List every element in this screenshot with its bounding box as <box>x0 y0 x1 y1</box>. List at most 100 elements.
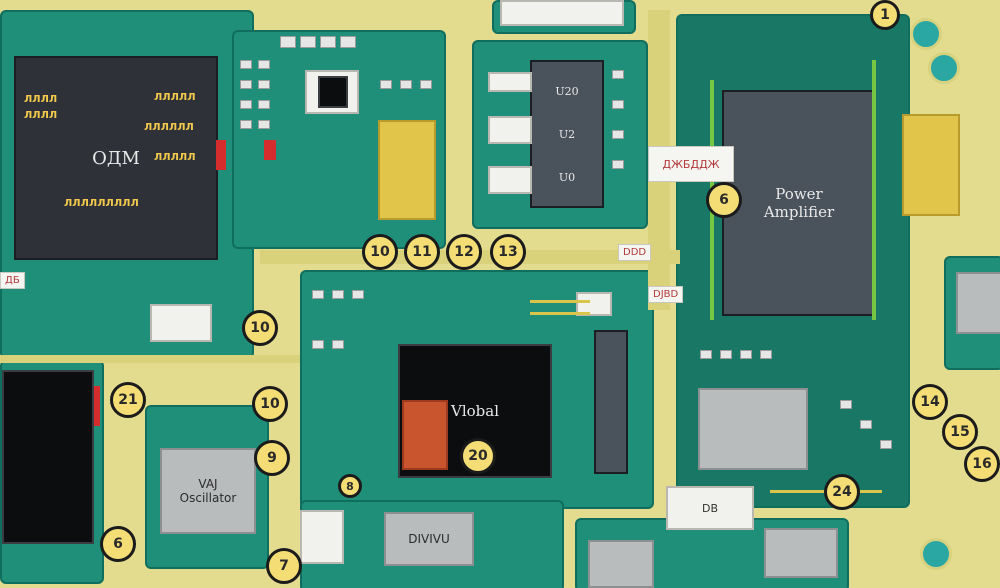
callout-marker: 10 <box>362 234 398 270</box>
pin-label: ЛЛЛЛЛЛ <box>144 122 194 133</box>
tag-mid-right-1-text: DDD <box>623 247 647 258</box>
ic-bottom-left-black <box>2 370 94 544</box>
smd-pad <box>880 440 892 449</box>
ic-left-main: ОДМ <box>14 56 218 260</box>
callout-marker: 9 <box>254 440 290 476</box>
smd-pad <box>258 100 270 109</box>
callout-text: 13 <box>498 244 518 260</box>
smd-pad <box>740 350 752 359</box>
connector-bottom-2 <box>764 528 838 578</box>
callout-text: 6 <box>113 536 123 552</box>
smd-pad <box>340 36 356 48</box>
resistor <box>488 166 532 194</box>
ic-oscillator: VAJ Oscillator <box>160 448 256 534</box>
oscillator-label-2: Oscillator <box>179 491 237 505</box>
wire-yellow <box>530 312 590 315</box>
ic-top-mid-label-top: U20 <box>555 84 579 98</box>
capacitor-yellow-right <box>902 114 960 216</box>
callout-text: 1 <box>880 7 890 23</box>
ic-top-mid-label-bottom: U0 <box>558 170 576 184</box>
smd-pad <box>612 130 624 139</box>
oscillator-label-1: VAJ <box>198 477 218 491</box>
power-amp-label-1: Power <box>775 185 823 203</box>
callout-marker: 11 <box>404 234 440 270</box>
resistor <box>488 116 532 144</box>
tag-top-right-text: ДЖБДДЖ <box>662 157 720 171</box>
red-mark <box>92 386 100 426</box>
callout-marker: 1 <box>870 0 900 30</box>
callout-text: 21 <box>118 392 138 408</box>
smd-pad <box>280 36 296 48</box>
tag-left: ДБ <box>0 272 25 289</box>
ic-power-amplifier: Power Amplifier <box>722 90 876 316</box>
ic-bottom-center: DIVIVU <box>384 512 474 566</box>
pin-label: ЛЛЛЛ <box>24 110 58 121</box>
smd-pad <box>240 100 252 109</box>
smd-pad <box>240 60 252 69</box>
callout-marker: 13 <box>490 234 526 270</box>
smd-pad <box>400 80 412 89</box>
component-bottom-white <box>300 510 344 564</box>
smd-pad <box>258 120 270 129</box>
ic-center-right <box>594 330 628 474</box>
callout-text: 10 <box>370 244 390 260</box>
trace <box>0 355 300 363</box>
mounting-hole <box>910 18 942 50</box>
callout-text: 9 <box>267 450 277 466</box>
component-orange <box>402 400 448 470</box>
ic-top-small-core <box>318 76 348 108</box>
callout-text: 24 <box>832 484 852 500</box>
smd-pad <box>420 80 432 89</box>
tag-mid-right-1: DDD <box>618 244 652 261</box>
tag-top-right: ДЖБДДЖ <box>648 146 734 182</box>
callout-marker: 6 <box>100 526 136 562</box>
smd-pad <box>720 350 732 359</box>
callout-text: 12 <box>454 244 474 260</box>
connector-bottom-1 <box>588 540 654 588</box>
mounting-hole <box>928 52 960 84</box>
ic-left-main-label: ОДМ <box>92 147 140 169</box>
resistor <box>488 72 532 92</box>
connector-top <box>500 0 624 26</box>
callout-marker: 20 <box>460 438 496 474</box>
smd-pad <box>612 100 624 109</box>
callout-marker: 21 <box>110 382 146 418</box>
pin-label: ЛЛЛЛЛЛЛЛЛ <box>64 198 139 209</box>
callout-text: 15 <box>950 424 970 440</box>
smd-pad <box>380 80 392 89</box>
callout-marker: 10 <box>242 310 278 346</box>
smd-pad <box>760 350 772 359</box>
callout-marker: 6 <box>706 182 742 218</box>
callout-text: 10 <box>260 396 280 412</box>
smd-pad <box>612 70 624 79</box>
callout-marker: 12 <box>446 234 482 270</box>
ic-top-mid-label-mid: U2 <box>558 127 576 141</box>
ic-top-mid: U20 U2 U0 <box>530 60 604 208</box>
callout-marker: 7 <box>266 548 302 584</box>
wire-yellow <box>530 300 590 303</box>
ic-center-label: Vlobal <box>450 402 499 420</box>
pin-label: ЛЛЛЛ <box>24 94 58 105</box>
pin-label: ЛЛЛЛЛ <box>154 152 196 163</box>
callout-marker: 15 <box>942 414 978 450</box>
red-mark <box>264 140 276 160</box>
callout-text: 14 <box>920 394 940 410</box>
tag-mid-right-2-text: DJBD <box>653 289 679 300</box>
smd-pad <box>258 60 270 69</box>
red-mark <box>216 140 226 170</box>
capacitor-yellow <box>378 120 436 220</box>
smd-pad <box>332 340 344 349</box>
smd-pad <box>352 290 364 299</box>
smd-pad <box>240 80 252 89</box>
wire-green <box>872 60 876 320</box>
smd-pad <box>240 120 252 129</box>
module-right <box>698 388 808 470</box>
callout-text: 10 <box>250 320 270 336</box>
power-amp-label-2: Amplifier <box>763 203 835 221</box>
callout-text: 20 <box>468 448 488 464</box>
smd-pad <box>332 290 344 299</box>
smd-pad <box>258 80 270 89</box>
callout-text: 16 <box>972 456 992 472</box>
smd-pad <box>612 160 624 169</box>
